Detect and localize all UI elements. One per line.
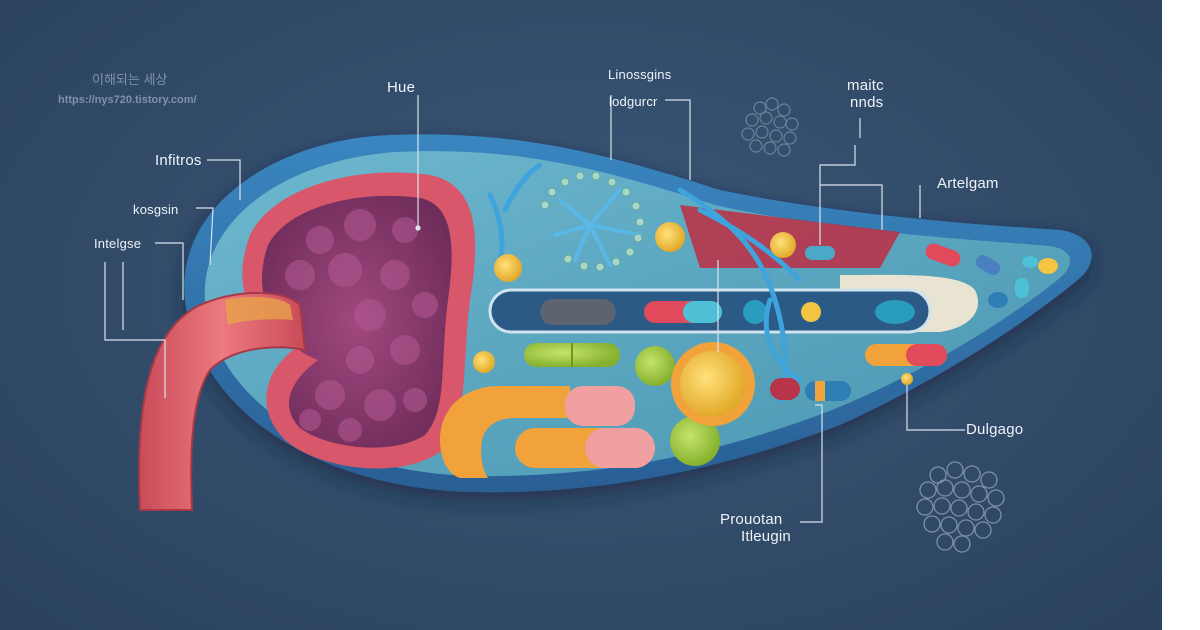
label-dulgago: Dulgago xyxy=(966,421,1024,438)
label-infitros: Infitros xyxy=(155,152,202,169)
label-linossgins: Linossgins xyxy=(608,67,672,82)
channel-capsule-gray xyxy=(540,299,616,325)
label-hue: Hue xyxy=(387,79,416,96)
pill-yellow-small xyxy=(494,254,522,282)
watermark-title: 이해되는 세상 xyxy=(92,72,168,87)
label-prouotan: Prouotan xyxy=(720,511,783,528)
leader-lines xyxy=(104,95,965,523)
stomach-sac xyxy=(242,172,476,469)
bead-chain xyxy=(540,171,645,272)
u-shaped-capsule xyxy=(440,386,570,478)
cell-cluster-bottom xyxy=(916,461,1005,553)
label-itleugin: Itleugin xyxy=(741,528,791,545)
label-maitc: maitc xyxy=(847,77,884,94)
green-ball xyxy=(635,346,675,386)
nerve-branches xyxy=(487,162,803,403)
right-margin xyxy=(1162,0,1200,630)
label-intelgse: Intelgse xyxy=(94,236,142,251)
label-artelgam: Artelgam xyxy=(937,175,999,192)
watermark-url: https://nys720.tistory.com/ xyxy=(58,94,197,106)
label-lodgurcr: lodgurcr xyxy=(609,94,658,109)
digestive-organ-illustration xyxy=(104,95,1092,553)
curved-tube xyxy=(138,292,307,511)
label-nnds: nnds xyxy=(850,94,884,111)
label-kosgsin: kosgsin xyxy=(133,202,179,217)
channel-dot xyxy=(743,300,767,324)
neuron-star xyxy=(553,188,642,267)
cell-cluster-top xyxy=(741,97,799,157)
diagram-canvas: 이해되는 세상 https://nys720.tistory.com/ Hue … xyxy=(0,0,1162,630)
